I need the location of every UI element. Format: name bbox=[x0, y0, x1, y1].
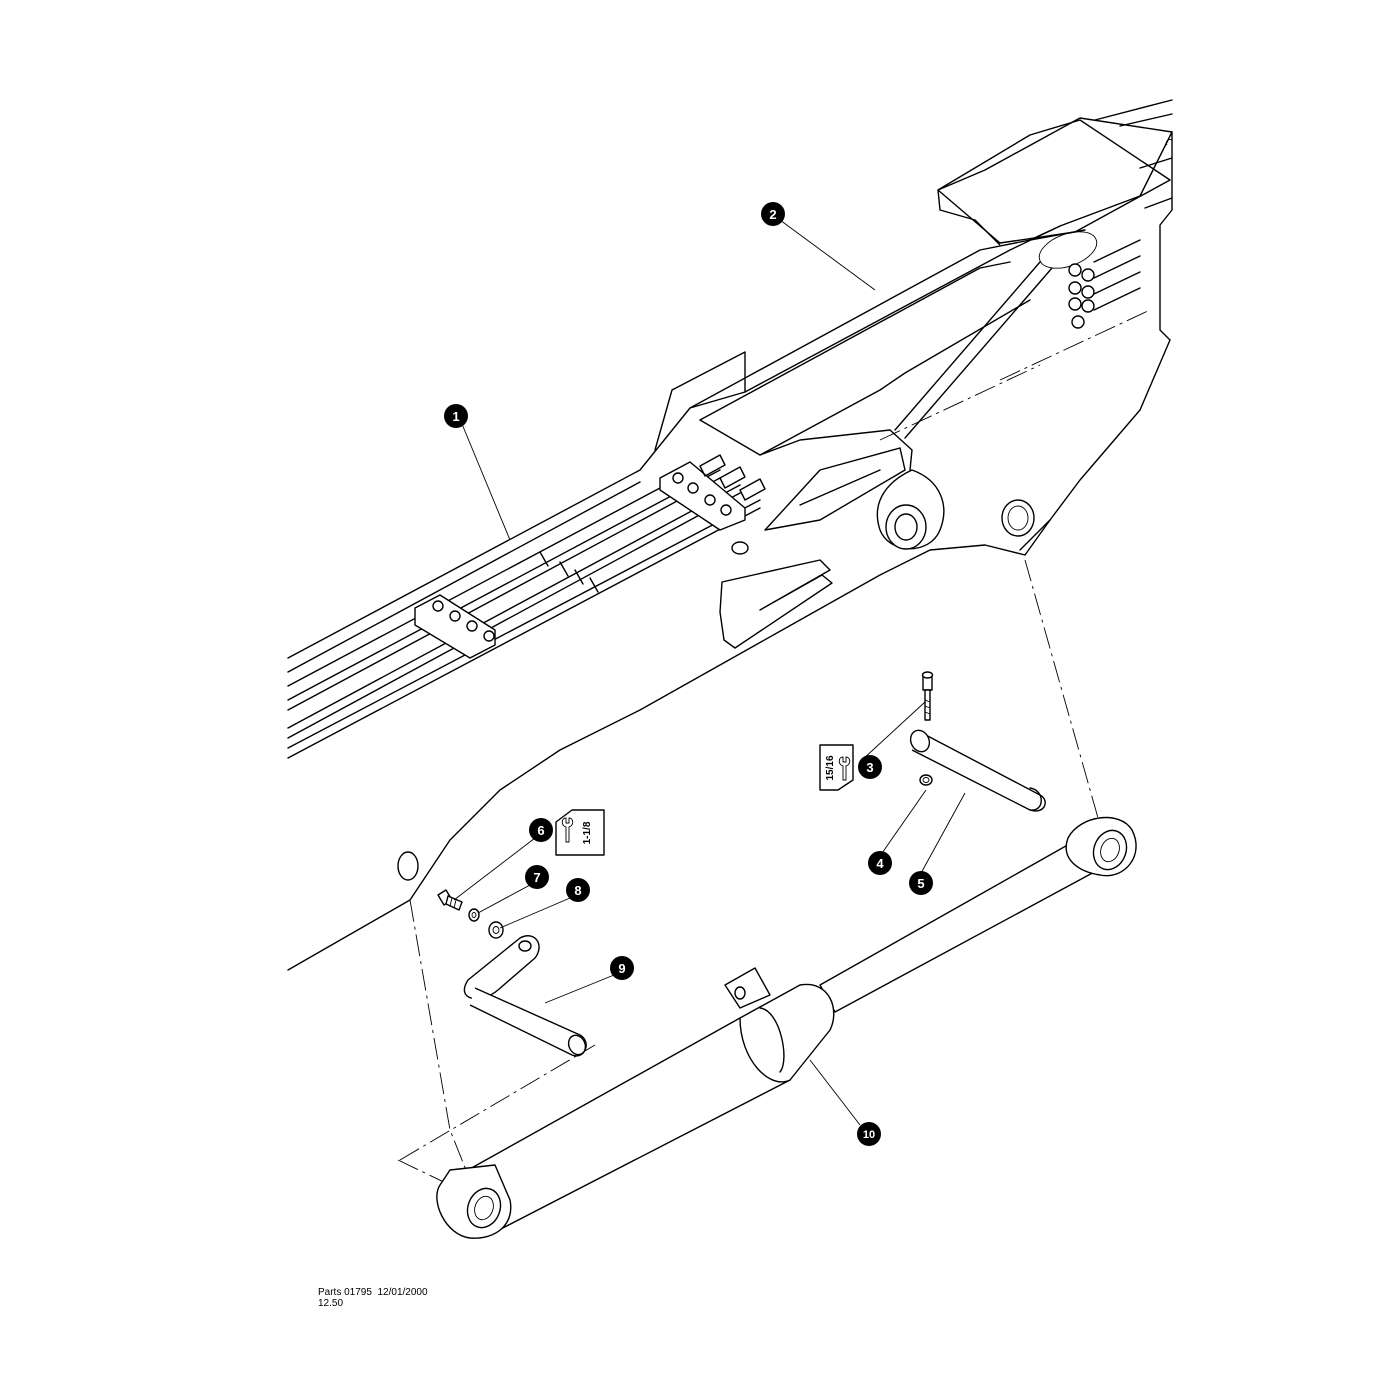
callout-6: 6 bbox=[529, 818, 553, 842]
leader-lines bbox=[453, 219, 966, 1126]
wrench-icon bbox=[838, 756, 851, 781]
footer-parts-ref: Parts 01795 12/01/2000 bbox=[318, 1287, 428, 1298]
svg-text:9: 9 bbox=[618, 961, 625, 976]
callout-9: 9 bbox=[610, 956, 634, 980]
footer-page-ref: 12.50 bbox=[318, 1298, 344, 1309]
wrench-icon bbox=[561, 817, 574, 843]
svg-text:4: 4 bbox=[876, 856, 884, 871]
callout-3: 3 bbox=[858, 755, 882, 779]
svg-text:1-1/8: 1-1/8 bbox=[582, 821, 593, 844]
svg-text:6: 6 bbox=[537, 823, 544, 838]
hose-assembly bbox=[287, 239, 1141, 759]
svg-text:5: 5 bbox=[917, 876, 924, 891]
svg-text:2: 2 bbox=[769, 207, 776, 222]
callout-5: 5 bbox=[909, 871, 933, 895]
svg-text:15/16: 15/16 bbox=[825, 755, 836, 780]
boom-assembly bbox=[287, 99, 1173, 971]
callout-7: 7 bbox=[525, 865, 549, 889]
bolt-item-6 bbox=[437, 889, 463, 911]
wrench-tag-15-16: 15/16 bbox=[819, 744, 854, 791]
bolt-item-3 bbox=[921, 671, 934, 721]
hose-fittings bbox=[1068, 239, 1141, 329]
pin-item-5 bbox=[909, 729, 1046, 812]
hydraulic-cylinder-item-10 bbox=[436, 816, 1137, 1239]
document-footer: Parts 01795 12/01/2000 12.50 bbox=[318, 1287, 428, 1309]
svg-text:8: 8 bbox=[574, 883, 581, 898]
hose-clamp bbox=[414, 594, 496, 659]
svg-text:1: 1 bbox=[452, 409, 459, 424]
nut-item-8 bbox=[488, 921, 504, 939]
pin-item-9 bbox=[463, 935, 587, 1057]
callout-2: 2 bbox=[761, 202, 785, 226]
nut-item-4 bbox=[919, 774, 933, 786]
callout-8: 8 bbox=[566, 878, 590, 902]
wrench-tag-1-1-8: 1-1/8 bbox=[555, 809, 605, 856]
callout-4: 4 bbox=[868, 851, 892, 875]
washer-item-7 bbox=[468, 908, 480, 922]
callout-1: 1 bbox=[444, 404, 468, 428]
center-lines bbox=[397, 309, 1151, 1186]
callout-10: 10 bbox=[857, 1122, 881, 1146]
svg-text:7: 7 bbox=[533, 870, 540, 885]
svg-text:3: 3 bbox=[866, 760, 873, 775]
svg-text:10: 10 bbox=[863, 1129, 875, 1141]
hose-clamp-upper bbox=[659, 461, 746, 531]
